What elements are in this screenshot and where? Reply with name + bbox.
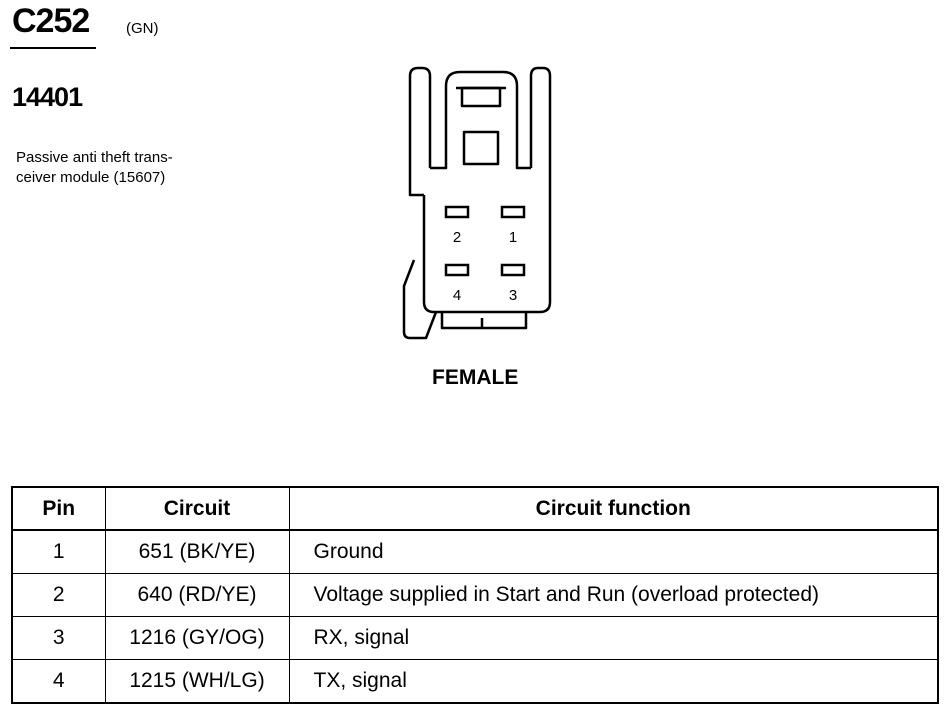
- connector-face-diagram: 2 1 4 3: [402, 66, 552, 340]
- table-row: 1 651 (BK/YE) Ground: [11, 529, 939, 574]
- column-header-pin: Pin: [11, 486, 106, 531]
- bottom-keyway: [440, 312, 528, 330]
- circuit-cell: 1216 (GY/OG): [104, 616, 290, 660]
- table-row: 3 1216 (GY/OG) RX, signal: [11, 616, 939, 660]
- latch-body: [430, 70, 531, 170]
- part-number: 14401: [12, 82, 83, 112]
- circuit-cell: 651 (BK/YE): [104, 529, 290, 574]
- function-cell: Voltage supplied in Start and Run (overl…: [288, 573, 939, 617]
- gender-label: FEMALE: [432, 366, 519, 389]
- pin-cavity-3: [500, 263, 526, 277]
- pin-cavity-1: [500, 205, 526, 219]
- pin-cell: 1: [11, 529, 106, 574]
- pin-cell: 2: [11, 573, 106, 617]
- component-description: Passive anti theft trans- ceiver module …: [16, 148, 236, 187]
- pin-label: 2: [453, 229, 461, 246]
- function-cell: RX, signal: [288, 616, 939, 660]
- center-window: [462, 130, 500, 166]
- right-latch-arm: [529, 66, 552, 195]
- table-header-row: Pin Circuit Circuit function: [11, 486, 939, 531]
- pin-label: 1: [509, 229, 517, 246]
- description-line: ceiver module (15607): [16, 168, 166, 186]
- table-row: 2 640 (RD/YE) Voltage supplied in Start …: [11, 573, 939, 617]
- pin-cell: 4: [11, 659, 106, 704]
- connector-housing: [422, 195, 552, 314]
- pin-label: 3: [509, 287, 517, 304]
- column-header-circuit: Circuit: [104, 486, 290, 531]
- side-clip: [402, 259, 438, 340]
- left-latch-arm: [408, 66, 432, 197]
- latch-tab: [460, 86, 502, 108]
- circuit-cell: 640 (RD/YE): [104, 573, 290, 617]
- circuit-cell: 1215 (WH/LG): [104, 659, 290, 704]
- function-cell: TX, signal: [288, 659, 939, 704]
- connector-id-underline: [10, 47, 96, 49]
- function-cell: Ground: [288, 529, 939, 574]
- pin-cavity-4: [444, 263, 470, 277]
- description-line: Passive anti theft trans-: [16, 149, 173, 166]
- table-row: 4 1215 (WH/LG) TX, signal: [11, 659, 939, 704]
- pin-label: 4: [453, 287, 461, 304]
- pin-cell: 3: [11, 616, 106, 660]
- pin-cavity-2: [444, 205, 470, 219]
- column-header-function: Circuit function: [288, 486, 939, 531]
- color-code: (GN): [126, 20, 159, 37]
- connector-id: C252: [12, 2, 90, 40]
- pinout-table: Pin Circuit Circuit function 1 651 (BK/Y…: [11, 486, 939, 704]
